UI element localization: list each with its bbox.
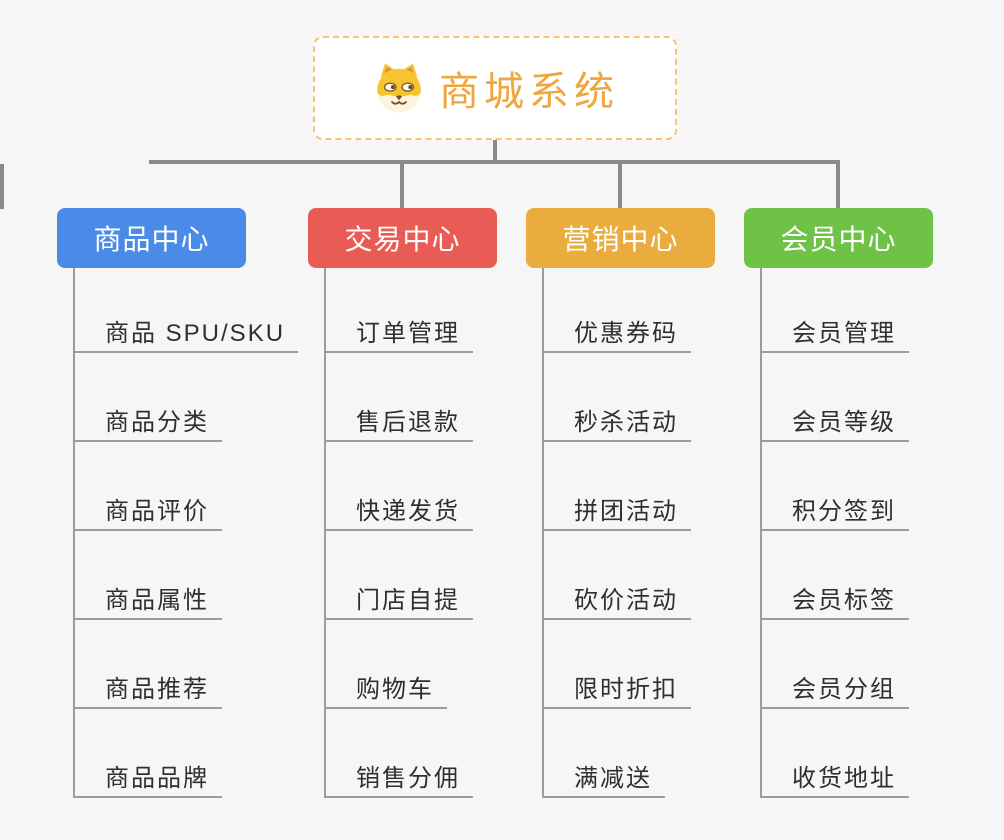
branch: 会员中心 会员管理 会员等级 积分签到 会员标签 会员分组 收货地址 bbox=[744, 208, 974, 798]
leaf-row: 会员等级 bbox=[762, 353, 909, 442]
branch-items: 订单管理 售后退款 快递发货 门店自提 购物车 销售分佣 bbox=[324, 268, 473, 798]
leaf-node[interactable]: 商品分类 bbox=[75, 402, 222, 442]
leaf-node[interactable]: 快递发货 bbox=[326, 491, 473, 531]
leaf-row: 限时折扣 bbox=[544, 620, 691, 709]
leaf-node[interactable]: 商品 SPU/SKU bbox=[75, 313, 299, 353]
branch-node[interactable]: 商品中心 bbox=[57, 208, 246, 268]
branch-label: 会员中心 bbox=[780, 224, 897, 255]
branch-label: 营销中心 bbox=[562, 224, 679, 255]
leaf-row: 会员标签 bbox=[762, 531, 909, 620]
leaf-row: 积分签到 bbox=[762, 442, 909, 531]
branch-node[interactable]: 会员中心 bbox=[744, 208, 933, 268]
branch: 商品中心 商品 SPU/SKU 商品分类 商品评价 商品属性 商品推荐 商品品牌 bbox=[57, 208, 299, 798]
branch-items: 商品 SPU/SKU 商品分类 商品评价 商品属性 商品推荐 商品品牌 bbox=[73, 268, 299, 798]
branch: 营销中心 优惠券码 秒杀活动 拼团活动 砍价活动 限时折扣 满减送 bbox=[526, 208, 756, 798]
leaf-node[interactable]: 砍价活动 bbox=[544, 580, 691, 620]
leaf-row: 商品分类 bbox=[75, 353, 298, 442]
leaf-row: 砍价活动 bbox=[544, 531, 691, 620]
leaf-node[interactable]: 收货地址 bbox=[762, 758, 909, 798]
connector-branch-drop bbox=[0, 164, 4, 209]
leaf-node[interactable]: 积分签到 bbox=[762, 491, 909, 531]
leaf-node[interactable]: 订单管理 bbox=[326, 313, 473, 353]
leaf-row: 会员管理 bbox=[762, 268, 909, 353]
dog-face-icon bbox=[377, 63, 421, 113]
leaf-row: 商品 SPU/SKU bbox=[75, 268, 299, 353]
branch: 交易中心 订单管理 售后退款 快递发货 门店自提 购物车 销售分佣 bbox=[308, 208, 538, 798]
branch-items: 优惠券码 秒杀活动 拼团活动 砍价活动 限时折扣 满减送 bbox=[542, 268, 691, 798]
leaf-node[interactable]: 商品评价 bbox=[75, 491, 222, 531]
branch-items: 会员管理 会员等级 积分签到 会员标签 会员分组 收货地址 bbox=[760, 268, 909, 798]
connector-branch-drop bbox=[618, 164, 622, 209]
leaf-row: 快递发货 bbox=[326, 442, 473, 531]
leaf-node[interactable]: 限时折扣 bbox=[544, 669, 691, 709]
connector-branch-drop bbox=[836, 164, 840, 209]
root-title: 商城系统 bbox=[439, 70, 619, 114]
branch-label: 交易中心 bbox=[344, 224, 461, 255]
root-node[interactable]: 商城系统 bbox=[313, 36, 677, 140]
leaf-row: 售后退款 bbox=[326, 353, 473, 442]
leaf-node[interactable]: 优惠券码 bbox=[544, 313, 691, 353]
connector-bus-line bbox=[149, 160, 840, 164]
leaf-row: 订单管理 bbox=[326, 268, 473, 353]
leaf-row: 收货地址 bbox=[762, 709, 909, 798]
leaf-row: 商品推荐 bbox=[75, 620, 298, 709]
leaf-node[interactable]: 售后退款 bbox=[326, 402, 473, 442]
leaf-node[interactable]: 会员分组 bbox=[762, 669, 909, 709]
leaf-row: 销售分佣 bbox=[326, 709, 473, 798]
leaf-node[interactable]: 会员等级 bbox=[762, 402, 909, 442]
leaf-row: 会员分组 bbox=[762, 620, 909, 709]
leaf-row: 拼团活动 bbox=[544, 442, 691, 531]
leaf-row: 满减送 bbox=[544, 709, 691, 798]
leaf-row: 商品品牌 bbox=[75, 709, 298, 798]
leaf-row: 购物车 bbox=[326, 620, 473, 709]
branch-node[interactable]: 交易中心 bbox=[308, 208, 497, 268]
leaf-node[interactable]: 门店自提 bbox=[326, 580, 473, 620]
leaf-node[interactable]: 购物车 bbox=[326, 669, 447, 709]
branch-node[interactable]: 营销中心 bbox=[526, 208, 715, 268]
leaf-row: 商品评价 bbox=[75, 442, 298, 531]
leaf-node[interactable]: 会员标签 bbox=[762, 580, 909, 620]
leaf-node[interactable]: 会员管理 bbox=[762, 313, 909, 353]
leaf-node[interactable]: 拼团活动 bbox=[544, 491, 691, 531]
connector-root-drop bbox=[493, 140, 497, 162]
leaf-node[interactable]: 秒杀活动 bbox=[544, 402, 691, 442]
leaf-row: 商品属性 bbox=[75, 531, 298, 620]
leaf-row: 门店自提 bbox=[326, 531, 473, 620]
leaf-node[interactable]: 商品推荐 bbox=[75, 669, 222, 709]
leaf-row: 秒杀活动 bbox=[544, 353, 691, 442]
leaf-node[interactable]: 商品属性 bbox=[75, 580, 222, 620]
leaf-node[interactable]: 商品品牌 bbox=[75, 758, 222, 798]
leaf-node[interactable]: 满减送 bbox=[544, 758, 665, 798]
branch-label: 商品中心 bbox=[93, 224, 210, 255]
connector-branch-drop bbox=[400, 164, 404, 209]
leaf-node[interactable]: 销售分佣 bbox=[326, 758, 473, 798]
leaf-row: 优惠券码 bbox=[544, 268, 691, 353]
